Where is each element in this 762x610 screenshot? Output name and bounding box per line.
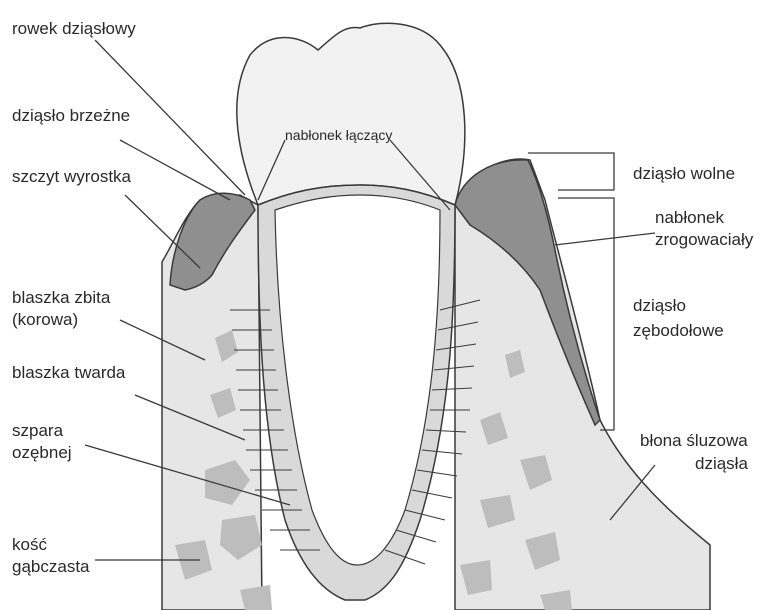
label-nablonek-laczacy: nabłonek łączący <box>285 124 392 146</box>
label-dziasla: dziąsła <box>695 453 748 475</box>
label-szpara: szpara <box>12 420 63 442</box>
label-kosc-gabczasta: gąbczasta <box>12 556 90 578</box>
label-dziaslo-wolne: dziąsło wolne <box>633 163 735 185</box>
label-blona-sluzowa: błona śluzowa <box>640 430 748 452</box>
label-szczyt-wyrostka: szczyt wyrostka <box>12 166 131 188</box>
label-kosc: kość <box>12 534 47 556</box>
label-nablonek: nabłonek <box>655 207 724 229</box>
label-szpara-ozebnej: ozębnej <box>12 442 72 464</box>
label-zebodolowe: zębodołowe <box>633 320 724 342</box>
label-rowek-dziaslowy: rowek dziąsłowy <box>12 18 136 40</box>
label-zrogowacialy: zrogowaciały <box>655 229 753 251</box>
label-dziaslo: dziąsło <box>633 295 686 317</box>
label-blaszka-zbita-korowa: (korowa) <box>12 309 78 331</box>
label-blaszka-twarda: blaszka twarda <box>12 362 125 384</box>
tooth-crown <box>237 23 465 205</box>
label-dziaslo-brzezne: dziąsło brzeżne <box>12 105 130 127</box>
label-blaszka-zbita: blaszka zbita <box>12 287 110 309</box>
